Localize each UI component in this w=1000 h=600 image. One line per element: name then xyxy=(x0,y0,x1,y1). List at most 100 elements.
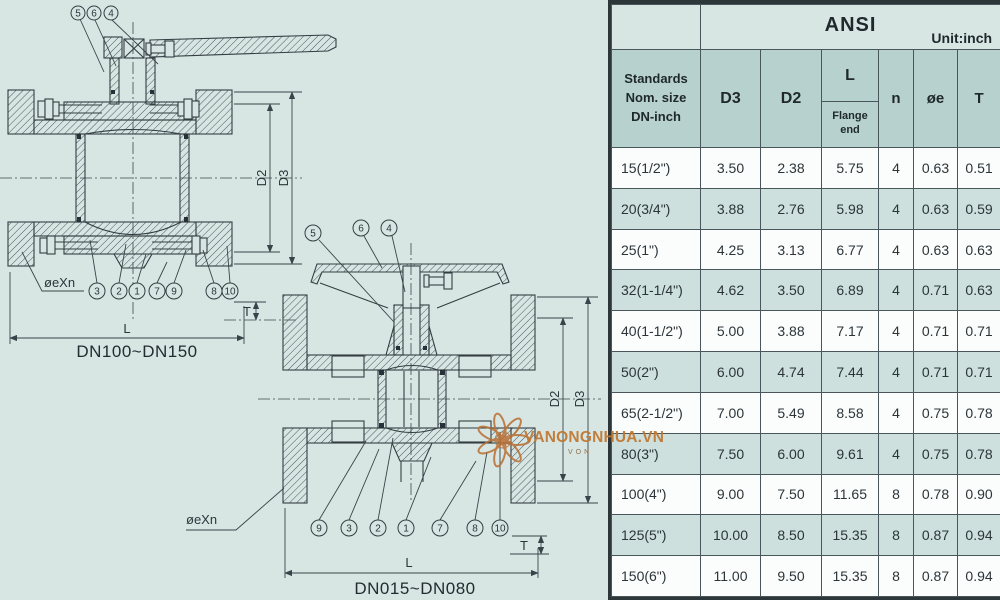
handle-lever xyxy=(149,34,337,58)
cell-value: 0.71 xyxy=(913,310,958,353)
cell-nominal-size: 65(2-1/2") xyxy=(611,391,701,434)
spec-table: ANSI Unit:inch Standards Nom. size DN-in… xyxy=(608,0,1000,600)
svg-text:2: 2 xyxy=(116,287,122,298)
cell-value: 7.50 xyxy=(760,473,822,516)
svg-text:10: 10 xyxy=(224,287,236,298)
cell-value: 4 xyxy=(878,351,914,393)
diagram-caption: DN015~DN080 xyxy=(354,579,475,598)
blank-header-cell xyxy=(611,4,701,50)
cell-value: 0.59 xyxy=(956,187,1000,230)
left-flange xyxy=(282,294,308,371)
svg-text:4: 4 xyxy=(386,224,392,235)
cell-value: 15.35 xyxy=(821,514,879,557)
col-header-d2: D2 xyxy=(760,49,822,148)
cell-value: 0.71 xyxy=(913,269,958,312)
svg-text:7: 7 xyxy=(154,287,160,298)
cell-nominal-size: 150(6") xyxy=(611,555,701,597)
cell-value: 0.63 xyxy=(956,269,1000,312)
cell-value: 3.50 xyxy=(760,269,822,312)
row-header-line: DN-inch xyxy=(631,108,681,124)
cell-value: 0.71 xyxy=(913,351,958,393)
table-header-row: Standards Nom. size DN-inch D3 D2 L Flan… xyxy=(611,49,1000,148)
svg-text:2: 2 xyxy=(375,524,381,535)
cell-value: 9.61 xyxy=(821,432,879,475)
diagram-dn015-dn080: D2 D3 L T øeXn DN015~DN080 5 6 4 xyxy=(186,219,601,598)
cell-value: 5.00 xyxy=(700,310,761,353)
row-header-line: Nom. size xyxy=(625,90,687,106)
cell-value: 4 xyxy=(878,228,914,271)
cell-value: 5.98 xyxy=(821,187,879,230)
cell-nominal-size: 32(1-1/4") xyxy=(611,269,701,312)
dim-label-d3: D3 xyxy=(572,391,587,408)
cell-value: 0.71 xyxy=(956,351,1000,393)
cell-value: 9.00 xyxy=(700,473,761,516)
cell-value: 5.49 xyxy=(760,391,822,434)
cell-value: 9.50 xyxy=(760,555,822,597)
diagram-caption: DN100~DN150 xyxy=(76,342,197,361)
callout-bubble: 9 3 2 1 7 8 10 xyxy=(310,519,509,537)
dim-label-t: T xyxy=(520,538,528,553)
cell-value: 0.71 xyxy=(956,310,1000,353)
cell-value: 0.78 xyxy=(956,432,1000,475)
cell-value: 4 xyxy=(878,147,914,189)
col-header-d3: D3 xyxy=(700,49,761,148)
cell-value: 0.63 xyxy=(913,228,958,271)
bolt-note-label: øeXn xyxy=(186,512,217,527)
cell-value: 10.00 xyxy=(700,514,761,557)
ball-arc xyxy=(84,221,182,235)
cell-value: 3.13 xyxy=(760,228,822,271)
cell-nominal-size: 80(3") xyxy=(611,432,701,475)
cell-value: 4 xyxy=(878,391,914,434)
cell-value: 7.50 xyxy=(700,432,761,475)
spec-table-grid: ANSI Unit:inch Standards Nom. size DN-in… xyxy=(611,4,1000,597)
cell-value: 2.76 xyxy=(760,187,822,230)
col-header-l-label: L xyxy=(822,51,878,102)
dim-label-d3: D3 xyxy=(276,170,291,187)
svg-text:5: 5 xyxy=(310,229,316,240)
cell-value: 8.50 xyxy=(760,514,822,557)
technical-drawing: D2 D3 L T øeXn DN100~DN150 5 6 4 xyxy=(0,5,601,598)
cell-value: 0.78 xyxy=(956,391,1000,434)
dim-label-d2: D2 xyxy=(254,170,269,187)
cell-value: 8 xyxy=(878,514,914,557)
diagram-dn100-dn150: D2 D3 L T øeXn DN100~DN150 5 6 4 xyxy=(0,5,337,361)
svg-text:4: 4 xyxy=(108,9,114,20)
unit-label: Unit:inch xyxy=(931,30,993,46)
cell-nominal-size: 15(1/2") xyxy=(611,147,701,189)
cell-value: 4.74 xyxy=(760,351,822,393)
svg-text:1: 1 xyxy=(134,287,140,298)
cell-value: 11.00 xyxy=(700,555,761,597)
cell-value: 11.65 xyxy=(821,473,879,516)
cell-value: 6.77 xyxy=(821,228,879,271)
cell-nominal-size: 20(3/4") xyxy=(611,187,701,230)
cell-value: 2.38 xyxy=(760,147,822,189)
cell-nominal-size: 40(1-1/2") xyxy=(611,310,701,353)
dim-label-l: L xyxy=(123,321,130,336)
cell-value: 0.87 xyxy=(913,555,958,597)
bolt-note-label: øeXn xyxy=(44,275,75,290)
col-header-oe: øe xyxy=(913,49,958,148)
row-header-line: Standards xyxy=(624,71,688,87)
right-flange xyxy=(195,89,233,135)
cell-value: 3.88 xyxy=(700,187,761,230)
cell-value: 0.94 xyxy=(956,555,1000,597)
svg-text:3: 3 xyxy=(94,287,100,298)
cell-value: 4 xyxy=(878,310,914,353)
svg-text:5: 5 xyxy=(75,9,81,20)
ansi-header-cell: ANSI Unit:inch xyxy=(699,4,1000,50)
cell-value: 15.35 xyxy=(821,555,879,597)
cell-value: 4 xyxy=(878,187,914,230)
